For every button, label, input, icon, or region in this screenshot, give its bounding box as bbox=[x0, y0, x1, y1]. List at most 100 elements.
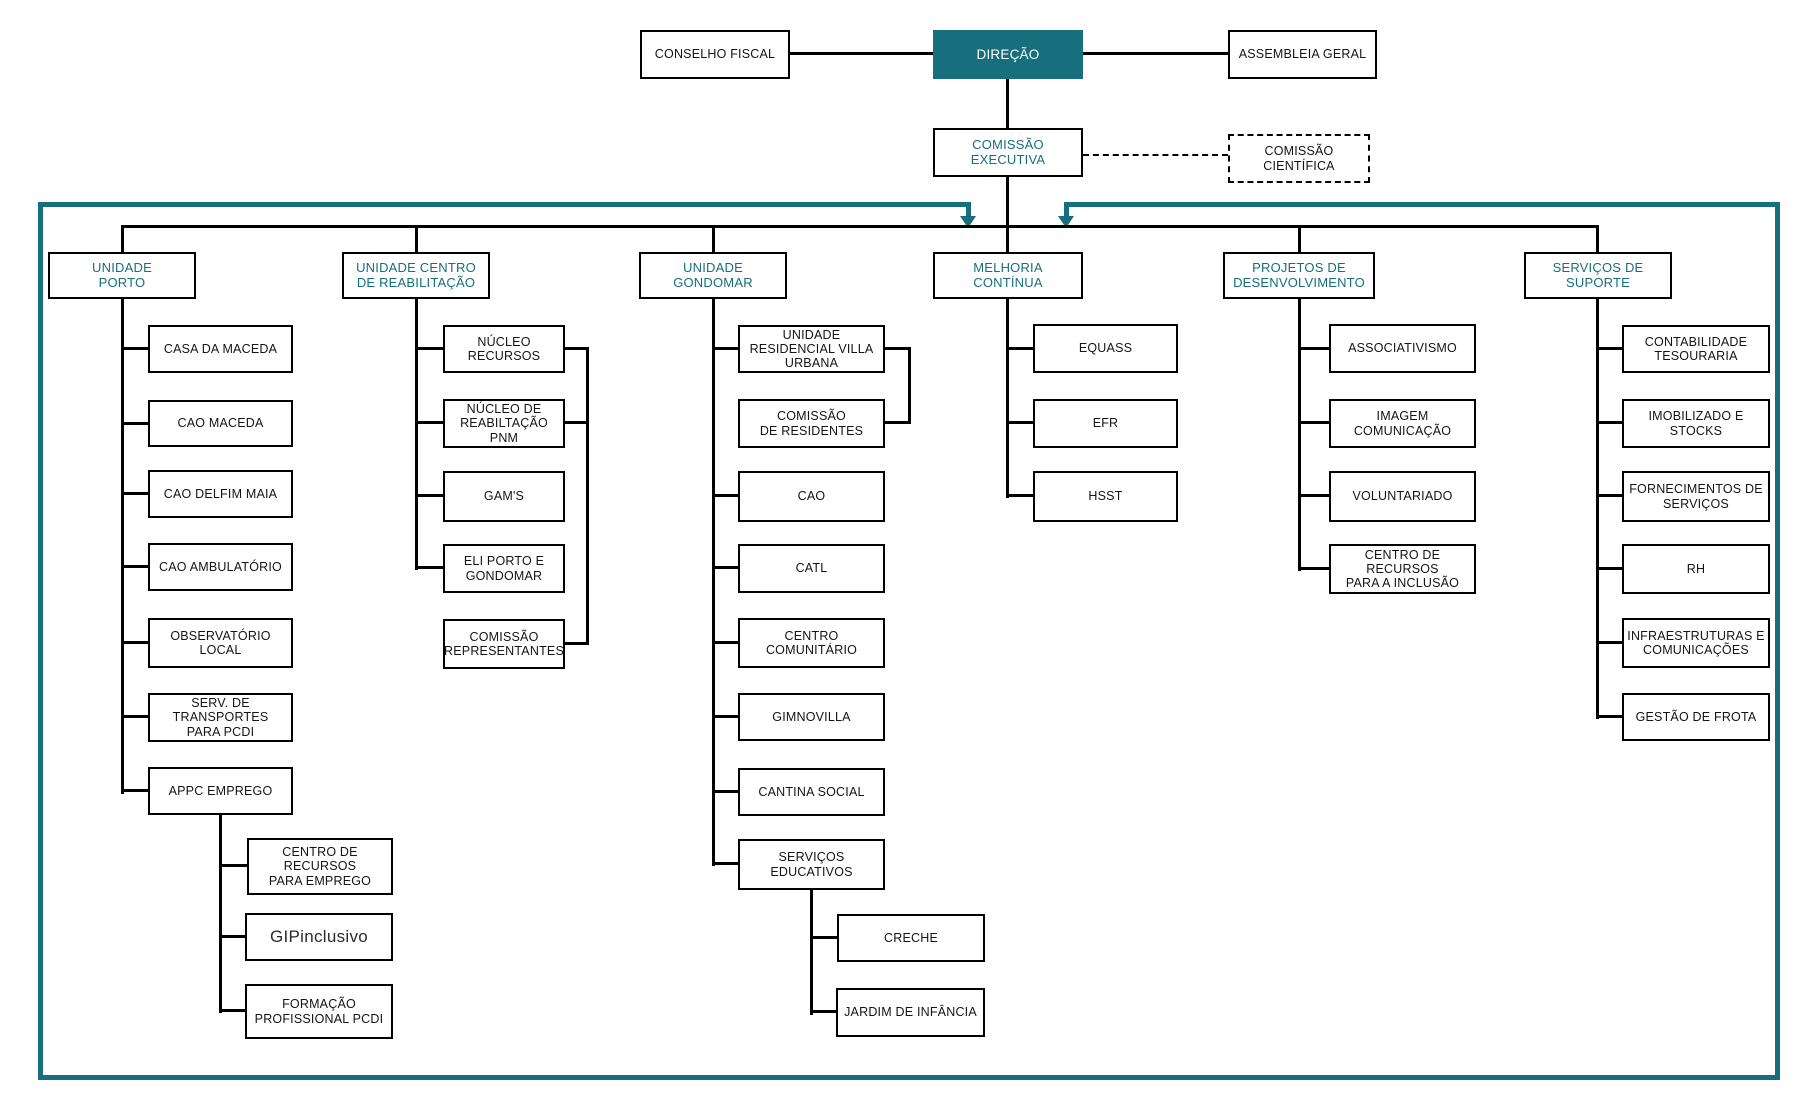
node-hsst: HSST bbox=[1033, 471, 1178, 522]
connector-v bbox=[810, 890, 813, 1015]
connector-h bbox=[810, 936, 837, 939]
connector-h bbox=[712, 790, 738, 793]
arrow-down-icon bbox=[966, 202, 971, 216]
node-gestao-frota: GESTÃO DE FROTA bbox=[1622, 693, 1770, 741]
node-equass: EQUASS bbox=[1033, 324, 1178, 373]
connector-h bbox=[712, 566, 738, 569]
connector-h bbox=[219, 864, 247, 867]
connector-v bbox=[1298, 225, 1301, 252]
node-centro-recursos-inclusao: CENTRO DE RECURSOS PARA A INCLUSÃO bbox=[1329, 544, 1476, 594]
connector-v bbox=[586, 347, 589, 645]
node-melhoria-continua: MELHORIA CONTÍNUA bbox=[933, 252, 1083, 299]
connector-v bbox=[1006, 177, 1009, 226]
connector-h bbox=[1596, 347, 1622, 350]
connector-h bbox=[1006, 494, 1033, 497]
node-gipinclusivo: GIPinclusivo bbox=[245, 913, 393, 961]
node-formacao-profissional-pcdi: FORMAÇÃO PROFISSIONAL PCDI bbox=[245, 984, 393, 1039]
node-imobilizado-stocks: IMOBILIZADO E STOCKS bbox=[1622, 399, 1770, 448]
connector-v bbox=[1298, 299, 1301, 571]
node-fornecimentos-servicos: FORNECIMENTOS DE SERVIÇOS bbox=[1622, 471, 1770, 522]
connector-v bbox=[712, 299, 715, 866]
connector-h bbox=[1083, 52, 1228, 55]
node-cao: CAO bbox=[738, 471, 885, 522]
connector-h bbox=[1298, 347, 1329, 350]
node-centro-comunitario: CENTRO COMUNITÁRIO bbox=[738, 618, 885, 668]
connector-h bbox=[121, 715, 148, 718]
node-projetos-desenvolvimento: PROJETOS DE DESENVOLVIMENTO bbox=[1223, 252, 1375, 299]
connector-v bbox=[1596, 225, 1599, 252]
connector-h bbox=[712, 641, 738, 644]
connector-h bbox=[415, 566, 443, 569]
node-casa-da-maceda: CASA DA MACEDA bbox=[148, 325, 293, 373]
connector-h bbox=[1596, 641, 1622, 644]
connector-h bbox=[1006, 421, 1033, 424]
node-catl: CATL bbox=[738, 544, 885, 593]
node-jardim-de-infancia: JARDIM DE INFÂNCIA bbox=[836, 988, 985, 1037]
node-comissao-de-residentes: COMISSÃO DE RESIDENTES bbox=[738, 399, 885, 448]
border-gap bbox=[971, 202, 1064, 207]
node-efr: EFR bbox=[1033, 399, 1178, 448]
node-imagem-comunicacao: IMAGEM COMUNICAÇÃO bbox=[1329, 399, 1476, 448]
connector-h bbox=[885, 347, 911, 350]
connector-h bbox=[415, 494, 443, 497]
node-comissao-representantes: COMISSÃO REPRESENTANTES bbox=[443, 619, 565, 669]
connector-h bbox=[121, 492, 148, 495]
connector-h bbox=[885, 421, 911, 424]
node-creche: CRECHE bbox=[837, 914, 985, 962]
connector-v bbox=[712, 225, 715, 252]
connector-v bbox=[1596, 299, 1599, 719]
node-gams: GAM'S bbox=[443, 471, 565, 522]
node-appc-emprego: APPC EMPREGO bbox=[148, 767, 293, 815]
connector-h bbox=[1298, 421, 1329, 424]
node-direcao: DIREÇÃO bbox=[933, 30, 1083, 79]
node-voluntariado: VOLUNTARIADO bbox=[1329, 471, 1476, 522]
connector-h bbox=[810, 1010, 837, 1013]
node-unidade-gondomar: UNIDADE GONDOMAR bbox=[639, 252, 787, 299]
connector-v bbox=[415, 225, 418, 252]
connector-h bbox=[219, 935, 245, 938]
connector-h bbox=[1596, 494, 1622, 497]
connector-v bbox=[121, 299, 124, 794]
connector-h bbox=[1298, 567, 1329, 570]
node-centro-recursos-emprego: CENTRO DE RECURSOS PARA EMPREGO bbox=[247, 838, 393, 895]
node-nucleo-recursos: NÚCLEO RECURSOS bbox=[443, 325, 565, 373]
node-assembleia-geral: ASSEMBLEIA GERAL bbox=[1228, 30, 1377, 79]
node-contabilidade-tesouraria: CONTABILIDADE TESOURARIA bbox=[1622, 325, 1770, 373]
connector-v bbox=[415, 299, 418, 570]
node-cao-ambulatorio: CAO AMBULATÓRIO bbox=[148, 543, 293, 591]
connector-h bbox=[415, 347, 443, 350]
connector-dashed bbox=[1083, 154, 1228, 156]
node-serv-transportes-pcdi: SERV. DE TRANSPORTES PARA PCDI bbox=[148, 693, 293, 742]
connector-h bbox=[712, 715, 738, 718]
org-container bbox=[38, 202, 1780, 1080]
node-comissao-cientifica: COMISSÃO CIENTÍFICA bbox=[1228, 134, 1370, 183]
connector-h bbox=[712, 494, 738, 497]
node-conselho-fiscal: CONSELHO FISCAL bbox=[640, 30, 790, 79]
connector-h bbox=[712, 862, 738, 865]
node-rh: RH bbox=[1622, 544, 1770, 594]
connector-h bbox=[1596, 421, 1622, 424]
node-unidade-residencial-villa-urbana: UNIDADE RESIDENCIAL VILLA URBANA bbox=[738, 325, 885, 373]
node-gimnovilla: GIMNOVILLA bbox=[738, 693, 885, 741]
node-observatorio-local: OBSERVATÓRIO LOCAL bbox=[148, 618, 293, 668]
connector-v bbox=[1006, 299, 1009, 498]
connector-h bbox=[1596, 567, 1622, 570]
connector-h bbox=[1006, 347, 1033, 350]
connector-h bbox=[121, 422, 148, 425]
connector-v bbox=[121, 225, 124, 252]
connector-h bbox=[1298, 494, 1329, 497]
distribution-line bbox=[121, 225, 1598, 228]
node-eli-porto-gondomar: ELI PORTO E GONDOMAR bbox=[443, 544, 565, 593]
connector-h bbox=[121, 641, 148, 644]
node-servicos-educativos: SERVIÇOS EDUCATIVOS bbox=[738, 839, 885, 890]
connector-h bbox=[565, 347, 589, 350]
connector-h bbox=[712, 347, 738, 350]
node-cantina-social: CANTINA SOCIAL bbox=[738, 768, 885, 816]
node-unidade-porto: UNIDADE PORTO bbox=[48, 252, 196, 299]
node-comissao-executiva: COMISSÃO EXECUTIVA bbox=[933, 128, 1083, 177]
connector-h bbox=[1596, 715, 1622, 718]
node-cao-delfim-maia: CAO DELFIM MAIA bbox=[148, 470, 293, 518]
node-unidade-centro-reabilitacao: UNIDADE CENTRO DE REABILITAÇÃO bbox=[342, 252, 490, 299]
connector-h bbox=[121, 565, 148, 568]
